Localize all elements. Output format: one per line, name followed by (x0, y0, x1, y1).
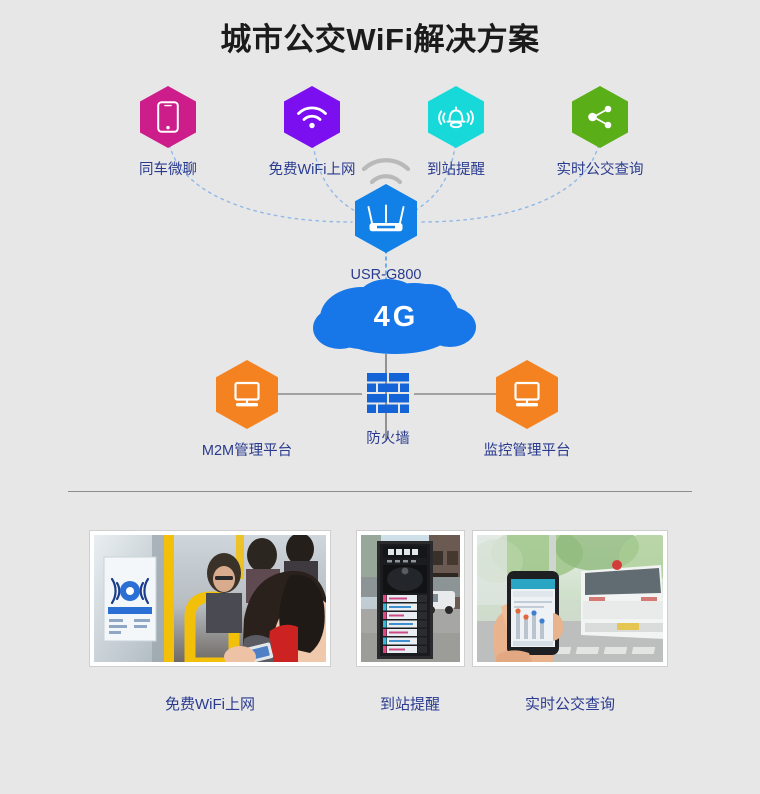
solution-diagram: 同车微聊 免费WiFi上网 (0, 72, 760, 472)
firewall-icon (364, 370, 412, 418)
gallery-caption-arrival: 到站提醒 (379, 696, 440, 713)
bus-interior-wifi-image (94, 535, 326, 662)
hand-phone-bus-image (477, 535, 663, 662)
bus-stop-display-image (361, 535, 460, 662)
bell-alert-icon (428, 86, 484, 148)
section-divider (68, 491, 692, 492)
photo-gallery: 免费WiFi上网 到站提醒 实时公交查询 (0, 530, 760, 730)
gallery-caption-realtime: 实时公交查询 (524, 696, 615, 713)
platform-label-m2m: M2M管理平台 (201, 443, 293, 459)
firewall-label: 防火墙 (366, 431, 410, 447)
gallery-photo-realtime[interactable] (472, 530, 668, 667)
gallery-photo-arrival[interactable] (356, 530, 465, 667)
cloud-icon (313, 279, 476, 354)
feature-label-arrival: 到站提醒 (427, 162, 485, 178)
router-icon (355, 184, 417, 253)
gallery-photo-wifi[interactable] (89, 530, 331, 667)
router-label: USR-G800 (350, 267, 422, 283)
platform-label-monitor: 监控管理平台 (483, 443, 571, 459)
wifi-icon (284, 86, 340, 148)
feature-label-wifi: 免费WiFi上网 (268, 162, 356, 178)
diagram-connectors (167, 137, 601, 440)
feature-label-chat: 同车微聊 (139, 162, 197, 178)
gallery-caption-wifi: 免费WiFi上网 (165, 696, 255, 713)
cloud-node[interactable]: 4G (310, 272, 480, 362)
feature-label-realtime: 实时公交查询 (556, 162, 644, 178)
page-title: 城市公交WiFi解决方案 (220, 22, 540, 57)
